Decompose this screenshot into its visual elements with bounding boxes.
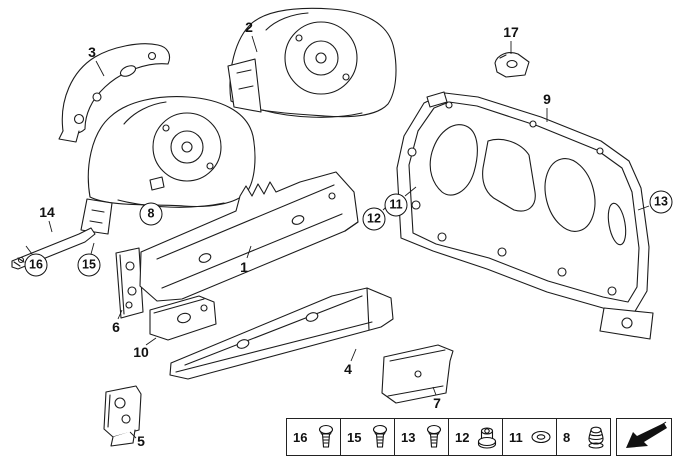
bolt-icon [424, 424, 444, 450]
legend-number: 11 [509, 429, 523, 445]
bolt-icon [370, 424, 390, 450]
callout-2[interactable]: 2 [245, 19, 253, 35]
callout-4[interactable]: 4 [344, 361, 352, 377]
bolt-icon [316, 424, 336, 450]
legend-item-15[interactable]: 15 [340, 418, 395, 456]
callout-14[interactable]: 14 [39, 204, 55, 220]
callout-5[interactable]: 5 [137, 433, 145, 449]
flange-nut-icon [476, 425, 498, 449]
callout-1[interactable]: 1 [240, 259, 248, 275]
callout-10[interactable]: 10 [133, 344, 149, 360]
callout-17[interactable]: 17 [503, 24, 519, 40]
part-17-bracket [494, 52, 530, 78]
washer-icon [530, 428, 552, 446]
part-5-bracket [103, 385, 142, 447]
legend-item-16[interactable]: 16 [286, 418, 341, 456]
callout-6[interactable]: 6 [112, 319, 120, 335]
grommet-icon [586, 425, 606, 449]
part-1-engine-support-rail [139, 171, 359, 302]
legend-item-8[interactable]: 8 [556, 418, 611, 456]
legend-item-13[interactable]: 13 [394, 418, 449, 456]
part-7-support-section [381, 344, 454, 404]
legend-number: 16 [293, 429, 308, 445]
direction-arrow-icon [620, 420, 668, 455]
callout-7[interactable]: 7 [433, 395, 441, 411]
callout-12[interactable]: 12 [362, 207, 386, 231]
legend-number: 12 [455, 429, 470, 445]
part-10-bracket [149, 295, 217, 341]
legend-number: 15 [347, 429, 362, 445]
fastener-legend: 16 15 13 12 11 8 [286, 418, 611, 456]
legend-number: 8 [563, 429, 571, 445]
part-3-wheel-arch-strip [58, 43, 171, 143]
part-9-front-panel [396, 91, 654, 340]
part-4-engine-support-rail [169, 287, 394, 380]
callout-8[interactable]: 8 [139, 202, 163, 226]
legend-item-12[interactable]: 12 [448, 418, 503, 456]
callout-11[interactable]: 11 [384, 193, 408, 217]
callout-13[interactable]: 13 [649, 190, 673, 214]
part-6-bracket [115, 247, 144, 319]
view-direction-box [616, 418, 672, 456]
part-8-wheelhouse [80, 96, 256, 235]
legend-item-11[interactable]: 11 [502, 418, 557, 456]
callout-3[interactable]: 3 [88, 44, 96, 60]
callout-9[interactable]: 9 [543, 91, 551, 107]
part-2-front-wheelhouse [227, 7, 397, 118]
callout-15[interactable]: 15 [77, 253, 101, 277]
callout-16[interactable]: 16 [24, 253, 48, 277]
legend-number: 13 [401, 429, 416, 445]
